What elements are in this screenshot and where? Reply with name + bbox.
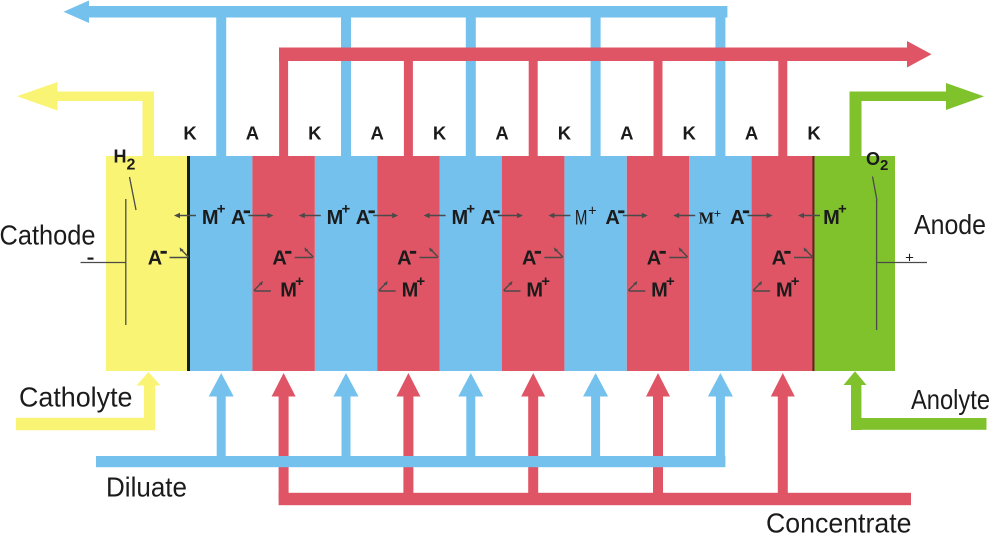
svg-text:M: M [699, 209, 715, 228]
svg-text:M: M [402, 280, 419, 302]
svg-text:+: + [466, 201, 475, 218]
svg-text:A: A [272, 248, 286, 270]
svg-text:M: M [526, 280, 543, 302]
svg-text:K: K [683, 123, 697, 144]
svg-text:K: K [183, 123, 197, 144]
svg-text:A: A [647, 248, 661, 270]
svg-text:+: + [217, 201, 226, 218]
svg-text:+: + [541, 273, 550, 290]
svg-text:M: M [280, 280, 297, 302]
svg-text:+: + [838, 201, 847, 218]
svg-text:A: A [231, 207, 245, 229]
svg-text:K: K [308, 123, 322, 144]
svg-text:A: A [356, 207, 370, 229]
svg-text:A: A [371, 123, 384, 144]
svg-text:M: M [327, 207, 344, 229]
svg-text:M: M [451, 207, 468, 229]
svg-text:Anolyte: Anolyte [911, 384, 990, 415]
svg-text:A: A [605, 207, 619, 229]
svg-text:M: M [575, 206, 588, 229]
svg-text:M: M [202, 207, 219, 229]
svg-text:A: A [522, 248, 536, 270]
svg-text:A: A [772, 248, 786, 270]
svg-text:Anode: Anode [914, 209, 986, 240]
svg-text:Catholyte: Catholyte [19, 382, 133, 413]
svg-text:K: K [433, 123, 447, 144]
svg-text:Diluate: Diluate [106, 472, 187, 503]
svg-text:K: K [558, 123, 572, 144]
svg-text:M: M [651, 280, 668, 302]
svg-text:+: + [295, 273, 304, 290]
svg-text:+: + [714, 206, 721, 221]
svg-text:A: A [148, 248, 162, 270]
svg-text:A: A [246, 123, 259, 144]
svg-text:A: A [495, 123, 508, 144]
svg-text:A: A [745, 123, 758, 144]
svg-text:Cathode: Cathode [0, 219, 96, 250]
svg-text:+: + [791, 273, 800, 290]
svg-text:A: A [730, 207, 744, 229]
svg-text:+: + [342, 201, 351, 218]
svg-text:A: A [481, 207, 495, 229]
svg-text:+: + [666, 273, 675, 290]
svg-text:M: M [776, 280, 793, 302]
svg-text:Concentrate: Concentrate [766, 508, 912, 537]
svg-text:+: + [416, 273, 425, 290]
svg-text:M: M [823, 207, 840, 229]
svg-text:+: + [588, 204, 596, 220]
svg-text:+: + [905, 250, 914, 267]
svg-text:K: K [807, 123, 821, 144]
svg-text:A: A [620, 123, 633, 144]
svg-text:A: A [397, 248, 411, 270]
